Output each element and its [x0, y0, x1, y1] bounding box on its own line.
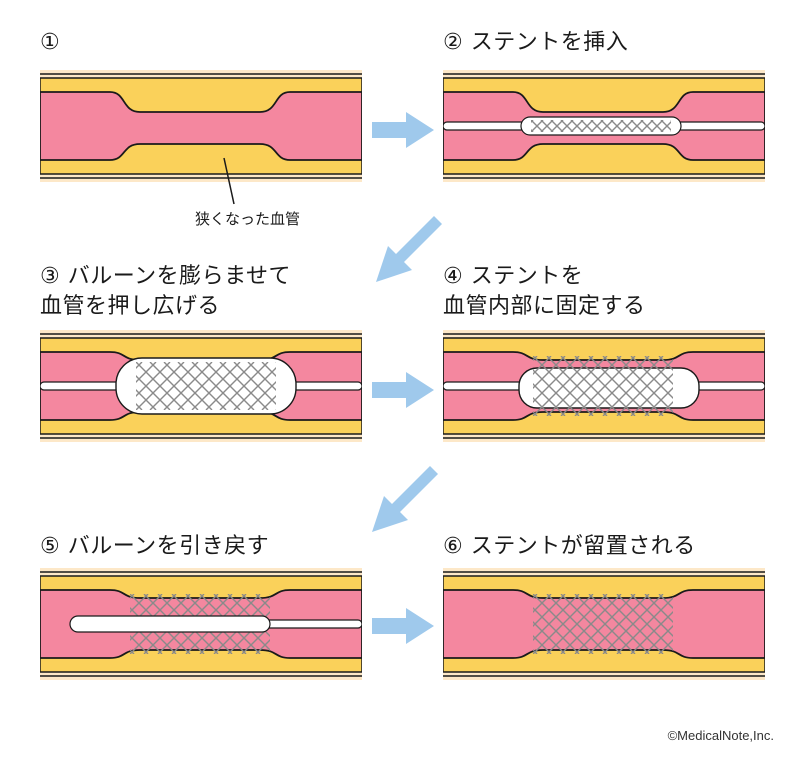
vessel-diagram: [443, 568, 765, 680]
stent-mesh-icon: [533, 594, 673, 654]
panel-step-2: [443, 70, 765, 182]
step-arrow-icon: [372, 372, 434, 408]
balloon-icon: [115, 357, 297, 415]
step-arrow-icon: [372, 112, 434, 148]
stent-mesh-icon: [136, 362, 276, 410]
panel-step-6: [443, 568, 765, 680]
balloon-icon: [69, 615, 271, 633]
step-5-label: ⑤ バルーンを引き戻す: [40, 534, 270, 559]
vessel-diagram: [40, 568, 362, 680]
step-1-label: ①: [40, 30, 61, 55]
balloon-icon: [518, 367, 700, 409]
panel-step-1: [40, 70, 362, 182]
step-4-label: ④ ステントを 血管内部に固定する: [443, 264, 646, 319]
step-3-label: ③ バルーンを膨らませて 血管を押し広げる: [40, 264, 291, 319]
vessel-diagram: [443, 70, 765, 182]
copyright-notice: ©MedicalNote,Inc.: [667, 728, 774, 743]
annotation-pointer-line: [223, 157, 235, 205]
vessel-diagram: [40, 330, 362, 442]
step-arrow-icon: [372, 608, 434, 644]
narrowed-vessel-annotation: 狭くなった血管: [195, 210, 301, 228]
step-2-label: ② ステントを挿入: [443, 30, 629, 55]
step-6-label: ⑥ ステントが留置される: [443, 534, 696, 559]
stent-mesh-icon: [533, 356, 673, 416]
step-arrow-icon: [376, 216, 442, 282]
step-arrow-icon: [372, 466, 438, 532]
vessel-diagram: [40, 70, 362, 182]
panel-step-5: [40, 568, 362, 680]
panel-step-4: [443, 330, 765, 442]
panel-step-3: [40, 330, 362, 442]
vessel-diagram: [443, 330, 765, 442]
stent-mesh-icon: [531, 120, 671, 132]
